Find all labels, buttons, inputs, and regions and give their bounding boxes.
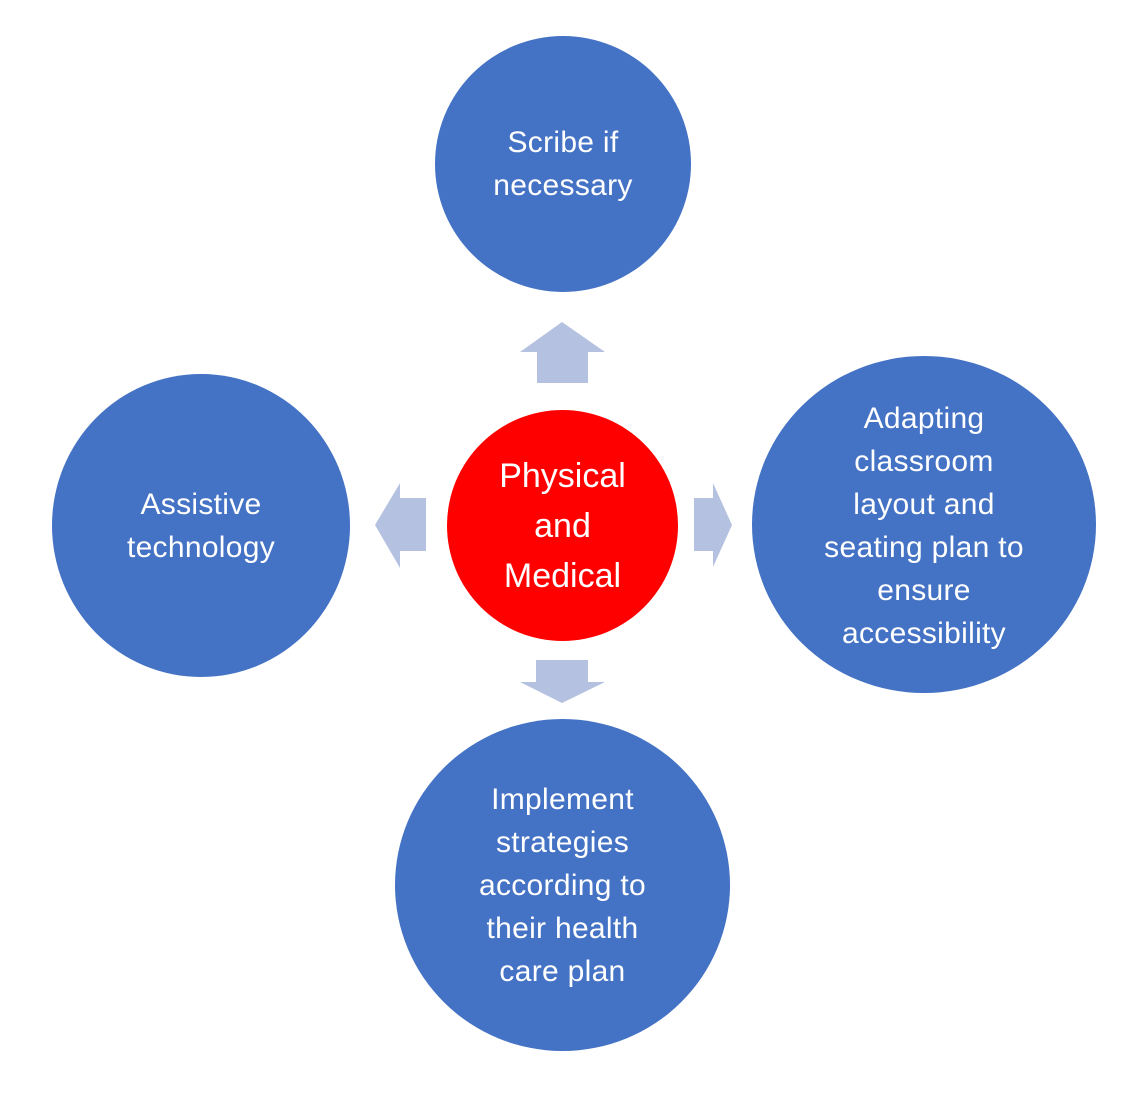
node-classroom-layout: Adapting classroom layout and seating pl…: [752, 356, 1096, 693]
node-scribe: Scribe if necessary: [435, 36, 691, 292]
arrow-right-icon: [694, 483, 732, 567]
arrow-up-icon: [520, 322, 605, 383]
node-health-care-plan: Implement strategies according to their …: [395, 719, 730, 1051]
node-health-care-plan-label: Implement strategies according to their …: [478, 782, 647, 988]
center-node-physical-medical: Physical and Medical: [447, 410, 678, 641]
arrow-left-icon: [375, 483, 426, 568]
node-classroom-layout-label: Adapting classroom layout and seating pl…: [824, 401, 1024, 650]
center-node-label: Physical and Medical: [499, 456, 626, 595]
node-scribe-label: Scribe if necessary: [493, 126, 633, 202]
node-assistive-technology-label: Assistive technology: [126, 487, 276, 564]
arrow-down-icon: [520, 660, 605, 703]
node-assistive-technology: Assistive technology: [52, 374, 350, 677]
